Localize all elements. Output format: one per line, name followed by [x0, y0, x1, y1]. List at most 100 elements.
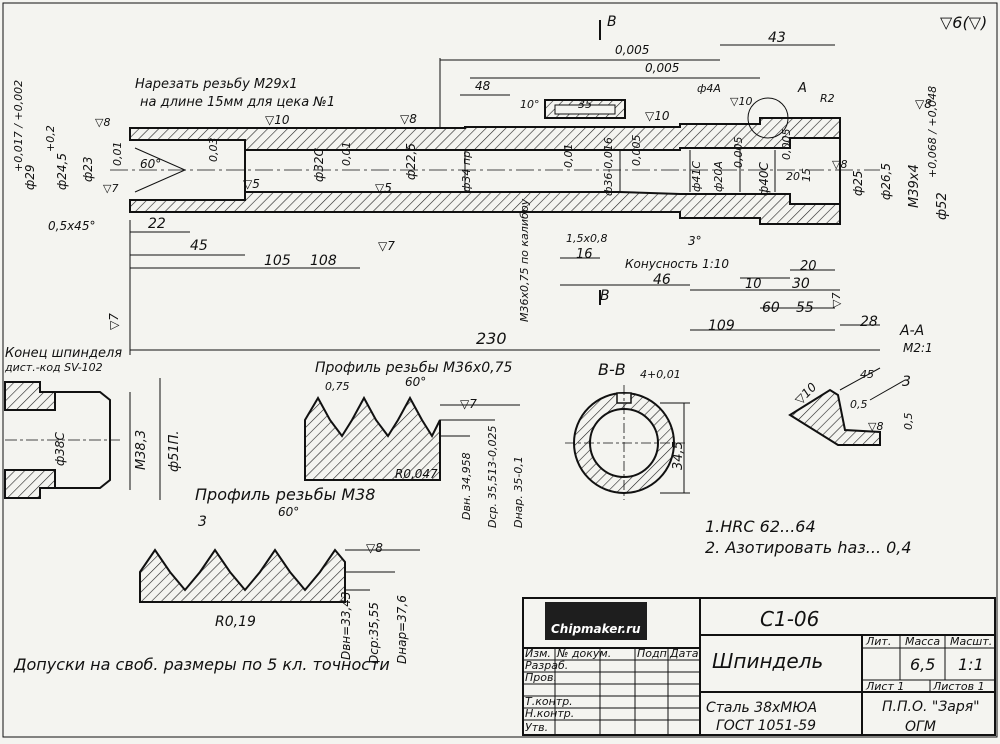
hdr-lit: Лит. — [865, 635, 891, 648]
rough-7-bottom-right: ▽7 — [830, 293, 843, 308]
dim-d36: ф36-0,016 — [602, 137, 615, 196]
dim-d26-5: ф26,5 — [879, 163, 893, 200]
spindle-end-title-1: Конец шпинделя — [5, 346, 122, 361]
angle-60-left: 60° — [140, 157, 161, 171]
dim-20-inner: 20 — [786, 170, 800, 183]
hdr-sign: Подп. — [637, 647, 670, 660]
profile-m38-radius: R0,19 — [215, 614, 256, 630]
sheets-count: Листов 1 — [932, 680, 985, 693]
profile-m36-dout: Dнар. 35-0,1 — [512, 456, 525, 528]
thread-profile-m38 — [139, 548, 420, 603]
dim-d20a: ф20А — [712, 161, 725, 192]
tol-0005-a: 0,005 — [615, 43, 649, 57]
section-bb — [565, 385, 690, 500]
dim-d40c: ф40С — [757, 161, 771, 196]
drawing-designation: С1-06 — [760, 607, 819, 631]
dim-d51: ф51П. — [167, 430, 182, 472]
dim-16: 16 — [576, 247, 593, 262]
dim-230: 230 — [476, 329, 507, 348]
spindle-end-view — [4, 378, 161, 500]
profile-m38-rough: ▽8 — [366, 541, 383, 555]
mass-value: 6,5 — [910, 655, 935, 674]
role-tkontr: Т.контр. — [525, 695, 573, 708]
profile-m38-dout: Dнар=37,6 — [395, 595, 409, 664]
dim-d24-tol: +0,2 — [44, 125, 57, 152]
organization-1: П.П.О. "Заря" — [882, 699, 980, 715]
material-line-2: ГОСТ 1051-59 — [716, 718, 816, 734]
top-right-roughness: ▽6(▽) — [940, 13, 987, 32]
key-slot — [554, 104, 616, 115]
profile-m38-angle: 60° — [278, 505, 299, 519]
section-b-label-top: В — [607, 14, 617, 30]
dim-1-5x0-8: 1,5х0,8 — [566, 232, 608, 245]
profile-m36-dmid: Dср. 35,513-0,025 — [486, 426, 499, 528]
dim-d22-5: ф22,5 — [404, 143, 418, 180]
dim-d52-tol: +0,068 / +0,048 — [926, 86, 939, 178]
dim-d23: ф23 — [81, 156, 95, 182]
thread-cut-note-1: Нарезать резьбу М29х1 — [135, 77, 298, 92]
lower-wall — [129, 191, 841, 225]
chipmaker-logo — [545, 602, 647, 640]
dim-22: 22 — [148, 216, 166, 232]
role-prov: Пров. — [525, 671, 557, 684]
profile-m38-din: Dвн=33,43 — [339, 591, 353, 660]
dim-30: 30 — [792, 276, 810, 292]
hdr-date: Дата — [669, 647, 699, 660]
dim-d25: ф25 — [851, 170, 865, 196]
tol-0005-b: 0,005 — [645, 61, 679, 75]
tol-0005-body-3: 0,005 — [780, 129, 793, 161]
profile-m36-pitch: 0,75 — [325, 380, 350, 393]
main-dimension-lines — [129, 20, 880, 355]
organization-2: ОГМ — [905, 719, 936, 735]
cone-note: Конусность 1:10 — [625, 257, 729, 271]
detail-aa-45: 45 — [860, 368, 874, 381]
tol-0005-body-2: 0,005 — [732, 137, 745, 169]
dim-105: 105 — [264, 253, 291, 269]
rough-10-right: ▽10 — [645, 109, 670, 123]
rough-7-body: ▽7 — [378, 239, 395, 253]
profile-m36-din: Dвн. 34,958 — [460, 452, 473, 520]
chamfer-note: 0,5х45° — [48, 219, 95, 233]
hdr-mass: Масса — [905, 635, 940, 648]
hdr-list-docnum: № докум. — [556, 647, 611, 660]
tech-req-1: 1.HRC 62...64 — [705, 517, 816, 536]
detail-aa-05b: 0,5 — [902, 413, 915, 431]
detail-a-mark: А — [797, 81, 807, 96]
rough-5-mid: ▽5 — [375, 181, 392, 195]
profile-m36-radius: R0,047 — [395, 467, 438, 481]
role-razrab: Разраб. — [525, 659, 568, 672]
profile-m36-title: Профиль резьбы М36х0,75 — [315, 360, 512, 376]
detail-aa-3: 3 — [902, 374, 911, 390]
dim-43: 43 — [768, 30, 786, 46]
upper-wall — [129, 117, 841, 151]
tech-req-2: 2. Азотировать hаз... 0,4 — [705, 538, 912, 557]
section-bb-key-tol: 4+0,01 — [640, 368, 681, 381]
rough-10-left: ▽10 — [265, 113, 290, 127]
dim-d41c: ф41С — [690, 161, 703, 192]
dim-d38c: ф38С — [53, 431, 67, 466]
detail-aa-title: А-А — [899, 323, 924, 339]
tol-001-left: 0,01 — [111, 142, 124, 167]
role-utv: Утв. — [525, 721, 548, 734]
dim-60: 60 — [762, 300, 780, 316]
scale-value: 1:1 — [958, 655, 984, 674]
dim-d52: ф52 — [935, 192, 950, 220]
title-block — [522, 597, 996, 736]
detail-aa-05a: 0,5 — [850, 398, 868, 411]
angle-3deg: 3° — [688, 234, 702, 248]
detail-aa — [788, 367, 906, 446]
hdr-izm: Изм. — [525, 647, 551, 660]
part-name: Шпиндель — [712, 649, 823, 673]
dim-d32c: ф32С — [312, 147, 326, 182]
dim-108: 108 — [310, 253, 337, 269]
dim-r2: R2 — [820, 92, 835, 105]
rough-5-left: ▽5 — [243, 177, 260, 191]
spindle-main-section — [110, 97, 880, 225]
material-line-1: Сталь 38хМЮА — [706, 700, 817, 716]
dim-d29-tol: +0,017 / +0,002 — [12, 80, 25, 172]
profile-m36-angle: 60° — [405, 375, 426, 389]
dim-28: 28 — [860, 314, 878, 330]
dim-d34-ra: ф34 пр — [460, 151, 473, 192]
